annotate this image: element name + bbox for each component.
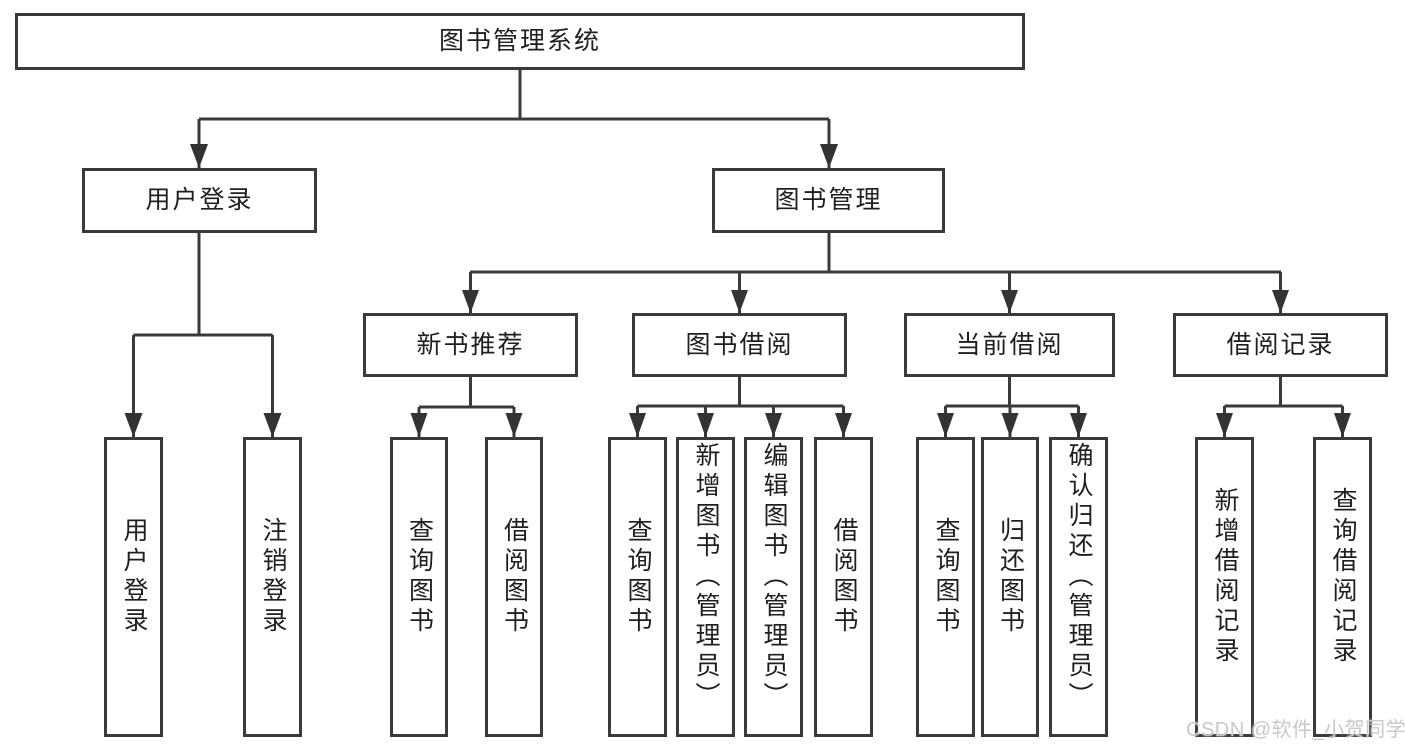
arrowhead xyxy=(1070,413,1087,437)
connector-current-borrowing-branch xyxy=(937,377,1087,437)
csdn-watermark: CSDN @软件_小贺同学 xyxy=(1186,719,1405,741)
arrowhead xyxy=(1216,413,1233,437)
node-leaf-add-books-admin: 新增图书（管理员） xyxy=(676,437,735,737)
arrowhead xyxy=(765,413,782,437)
arrowhead xyxy=(697,413,714,437)
node-book-management: 图书管理 xyxy=(712,168,945,233)
node-current-borrowing: 当前借阅 xyxy=(904,313,1115,377)
connector-user-login-branch xyxy=(124,233,282,437)
node-label: 新增图书（管理员） xyxy=(692,442,720,712)
node-borrowing-records: 借阅记录 xyxy=(1173,313,1388,377)
arrowhead xyxy=(1272,290,1289,313)
node-leaf-query-borrow-record: 查询借阅记录 xyxy=(1313,437,1372,737)
node-label: 借阅记录 xyxy=(1226,330,1335,359)
connector-book-management-branch xyxy=(462,233,1289,313)
node-leaf-confirm-return-admin: 确认归还（管理员） xyxy=(1049,437,1108,737)
node-leaf-user-login: 用户登录 xyxy=(104,437,163,737)
arrowhead xyxy=(1334,413,1351,437)
node-leaf-query-books-current: 查询图书 xyxy=(916,437,975,737)
node-leaf-query-books-recommend: 查询图书 xyxy=(390,437,448,737)
arrowhead xyxy=(190,144,208,168)
arrowhead xyxy=(505,413,523,437)
connector-root-to-level2 xyxy=(190,70,838,168)
node-label: 确认归还（管理员） xyxy=(1065,442,1093,712)
node-leaf-borrow-books-recommend: 借阅图书 xyxy=(485,437,543,737)
arrowhead xyxy=(937,413,954,437)
node-label: 图书管理系统 xyxy=(438,27,601,55)
arrowhead xyxy=(1001,413,1019,437)
node-label: 当前借阅 xyxy=(955,330,1064,359)
node-label: 归还图书 xyxy=(996,517,1025,637)
connector-book-borrowing-branch xyxy=(629,377,852,437)
arrowhead xyxy=(820,144,838,168)
node-label: 用户登录 xyxy=(145,186,254,214)
node-leaf-edit-books-admin: 编辑图书（管理员） xyxy=(744,437,803,737)
node-label: 用户登录 xyxy=(120,517,148,637)
node-book-management-system: 图书管理系统 xyxy=(15,13,1025,70)
node-label: 查询图书 xyxy=(932,517,960,637)
arrowhead xyxy=(835,413,852,437)
node-leaf-query-books-borrowing: 查询图书 xyxy=(608,437,667,737)
node-label: 借阅图书 xyxy=(500,517,529,637)
arrowhead xyxy=(731,290,748,313)
connector-borrowing-records-branch xyxy=(1216,377,1351,437)
arrowhead xyxy=(629,413,646,437)
node-label: 借阅图书 xyxy=(830,517,858,637)
node-label: 新增借阅记录 xyxy=(1211,487,1239,667)
node-label: 新书推荐 xyxy=(416,330,525,359)
node-label: 图书管理 xyxy=(774,186,883,214)
node-label: 注销登录 xyxy=(259,517,287,637)
arrowhead xyxy=(124,413,143,437)
node-label: 编辑图书（管理员） xyxy=(760,442,788,712)
arrowhead xyxy=(263,413,282,437)
node-leaf-borrow-books-borrowing: 借阅图书 xyxy=(814,437,873,737)
node-leaf-add-borrow-record: 新增借阅记录 xyxy=(1195,437,1254,737)
connector-new-book-branch xyxy=(410,377,523,437)
node-user-login: 用户登录 xyxy=(82,168,317,233)
node-label: 查询借阅记录 xyxy=(1329,487,1357,667)
node-label: 查询图书 xyxy=(405,517,434,637)
arrowhead xyxy=(462,290,479,313)
node-new-book-recommendation: 新书推荐 xyxy=(363,313,578,377)
arrowhead xyxy=(410,413,428,437)
node-leaf-logout: 注销登录 xyxy=(243,437,302,737)
node-label: 查询图书 xyxy=(624,517,652,637)
arrowhead xyxy=(1001,290,1018,313)
node-book-borrowing: 图书借阅 xyxy=(632,313,847,377)
node-label: 图书借阅 xyxy=(685,330,794,359)
node-leaf-return-books: 归还图书 xyxy=(981,437,1039,737)
